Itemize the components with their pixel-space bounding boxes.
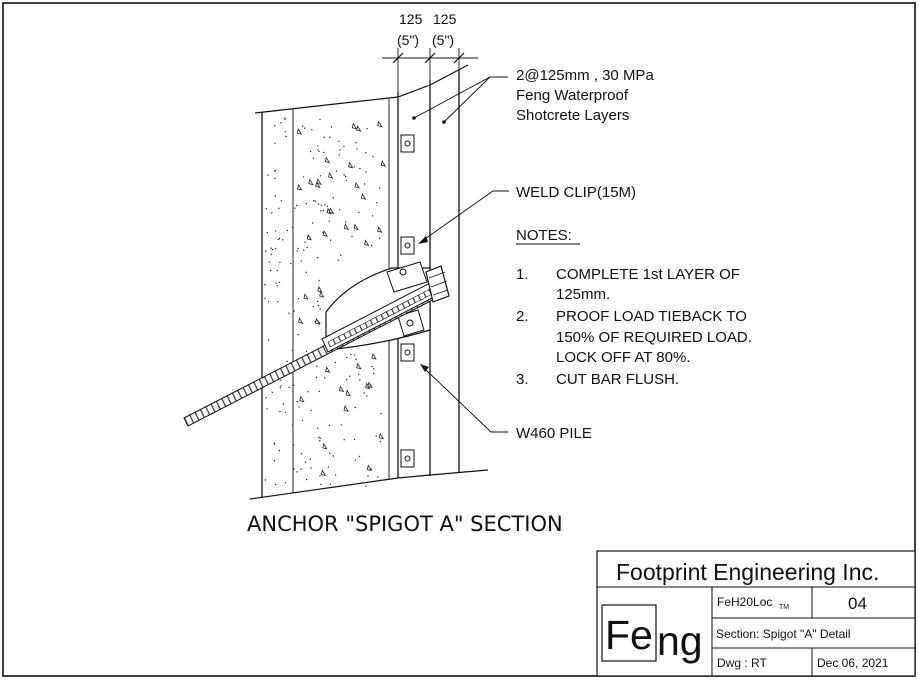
logo-right-text: ng xyxy=(657,618,703,664)
sheet-number: 04 xyxy=(848,594,867,613)
pile-callout: W460 PILE xyxy=(516,425,592,442)
weld-clip-plates xyxy=(400,134,415,468)
bearing-bolt-lower xyxy=(406,319,414,327)
logo-box xyxy=(601,604,657,662)
title-block xyxy=(596,550,916,677)
issue-date: Dec 06, 2021 xyxy=(817,656,889,670)
dim-left-in: (5") xyxy=(397,32,419,48)
weld-clip-callout: WELD CLIP(15M) xyxy=(516,184,636,201)
leader-lines xyxy=(412,76,509,433)
shotcrete-callout-line-1: 2@125mm , 30 MPa xyxy=(516,67,654,84)
bearing-plate-lower xyxy=(397,309,425,337)
dimension-lines xyxy=(382,48,478,92)
sheet-border xyxy=(2,2,916,677)
note-1-line-2: 125mm. xyxy=(556,286,610,303)
note-1-line-1: COMPLETE 1st LAYER OF xyxy=(556,266,740,283)
shotcrete-callout-line-3: Shotcrete Layers xyxy=(516,107,629,124)
dim-right-in: (5") xyxy=(432,32,454,48)
note-2-line-2: 150% OF REQUIRED LOAD. xyxy=(556,329,752,346)
note-3-num: 3. xyxy=(516,371,529,388)
anchor-nut xyxy=(425,265,450,303)
dim-left-mm: 125 xyxy=(399,11,423,27)
notes-heading: NOTES: xyxy=(516,227,572,244)
trademark-mark: TM xyxy=(779,604,789,611)
note-3-line-1: CUT BAR FLUSH. xyxy=(556,371,679,388)
note-2-num: 2. xyxy=(516,308,529,325)
note-1-num: 1. xyxy=(516,266,529,283)
dim-right-mm: 125 xyxy=(433,11,457,27)
section-label: Section: Spigot "A" Detail xyxy=(716,627,851,641)
note-2-line-1: PROOF LOAD TIEBACK TO xyxy=(556,308,747,325)
section-title: ANCHOR "SPIGOT A" SECTION xyxy=(247,512,563,536)
bearing-bolt-upper xyxy=(399,268,407,276)
note-2-line-3: LOCK OFF AT 80%. xyxy=(556,349,691,366)
bearing-plate-upper xyxy=(386,261,428,293)
company-name: Footprint Engineering Inc. xyxy=(616,559,879,585)
product-name: FeH20Loc xyxy=(717,595,772,609)
concrete-aggregate xyxy=(264,117,387,487)
drawn-by: Dwg : RT xyxy=(717,656,767,670)
logo-left-text: Fe xyxy=(605,612,653,658)
shotcrete-callout-line-2: Feng Waterproof xyxy=(516,87,629,104)
top-break-line xyxy=(254,64,469,114)
